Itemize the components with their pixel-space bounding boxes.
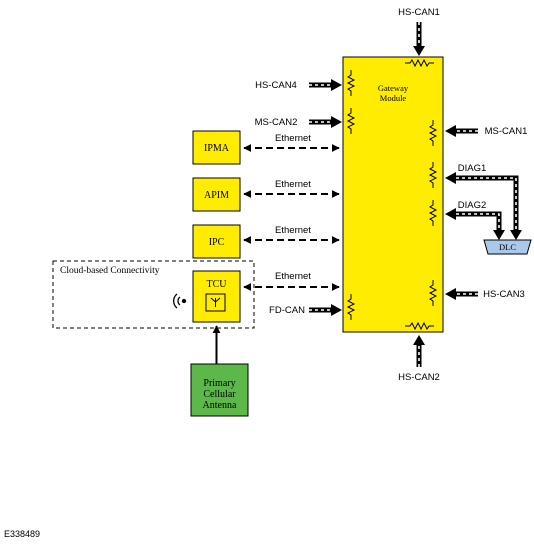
ms-can2-arrow bbox=[309, 116, 342, 128]
ms-can1-label: MS-CAN1 bbox=[485, 126, 528, 137]
gateway-label-line1: Gateway bbox=[378, 83, 409, 93]
ipc-label: IPC bbox=[209, 237, 225, 248]
diag1-arrow bbox=[445, 172, 522, 240]
gateway-label-line2: Module bbox=[380, 93, 407, 103]
antenna-glyph-icon bbox=[205, 293, 226, 312]
antenna-label-line1: Primary bbox=[203, 378, 235, 389]
hs-can4-arrow bbox=[309, 79, 342, 91]
ethernet-label-3: Ethernet bbox=[275, 225, 311, 236]
ethernet-label-4: Ethernet bbox=[275, 271, 311, 282]
dlc-label: DLC bbox=[499, 242, 516, 252]
cloud-connectivity-region bbox=[52, 260, 255, 329]
diag2-label: DIAG2 bbox=[458, 200, 487, 211]
hs-can2-arrow bbox=[413, 335, 425, 367]
cloud-connectivity-label: Cloud-based Connectivity bbox=[60, 266, 160, 276]
hs-can1-arrow bbox=[413, 22, 425, 56]
ipma-label: IPMA bbox=[204, 143, 230, 154]
ms-can1-arrow bbox=[445, 125, 478, 137]
wireless-signal-icon bbox=[173, 293, 187, 309]
ms-can2-label: MS-CAN2 bbox=[255, 117, 298, 128]
can-bus-arrows bbox=[309, 22, 522, 367]
hs-can3-label: HS-CAN3 bbox=[483, 289, 525, 300]
tcu-label: TCU bbox=[207, 279, 228, 290]
hs-can3-arrow bbox=[445, 288, 478, 300]
apim-label: APIM bbox=[204, 190, 229, 201]
hs-can2-label: HS-CAN2 bbox=[398, 372, 440, 383]
ethernet-links bbox=[243, 144, 340, 291]
diag2-arrow bbox=[445, 208, 505, 240]
gateway-module-box bbox=[342, 56, 444, 333]
diag1-label: DIAG1 bbox=[458, 163, 487, 174]
ethernet-label-2: Ethernet bbox=[275, 179, 311, 190]
dlc-connector: DLC bbox=[483, 239, 532, 255]
antenna-label-line3: Antenna bbox=[203, 400, 237, 411]
fd-can-arrow bbox=[309, 304, 342, 316]
hs-can1-label: HS-CAN1 bbox=[398, 7, 440, 18]
fd-can-label: FD-CAN bbox=[269, 305, 305, 316]
primary-cellular-antenna-box bbox=[190, 363, 249, 417]
ipc-box bbox=[192, 224, 241, 259]
ethernet-label-1: Ethernet bbox=[275, 133, 311, 144]
apim-box bbox=[192, 177, 241, 212]
resistor-icons bbox=[346, 58, 438, 331]
figure-id: E338489 bbox=[4, 529, 40, 539]
antenna-label-line2: Cellular bbox=[203, 389, 236, 400]
ipma-box bbox=[192, 130, 241, 165]
hs-can4-label: HS-CAN4 bbox=[255, 80, 297, 91]
